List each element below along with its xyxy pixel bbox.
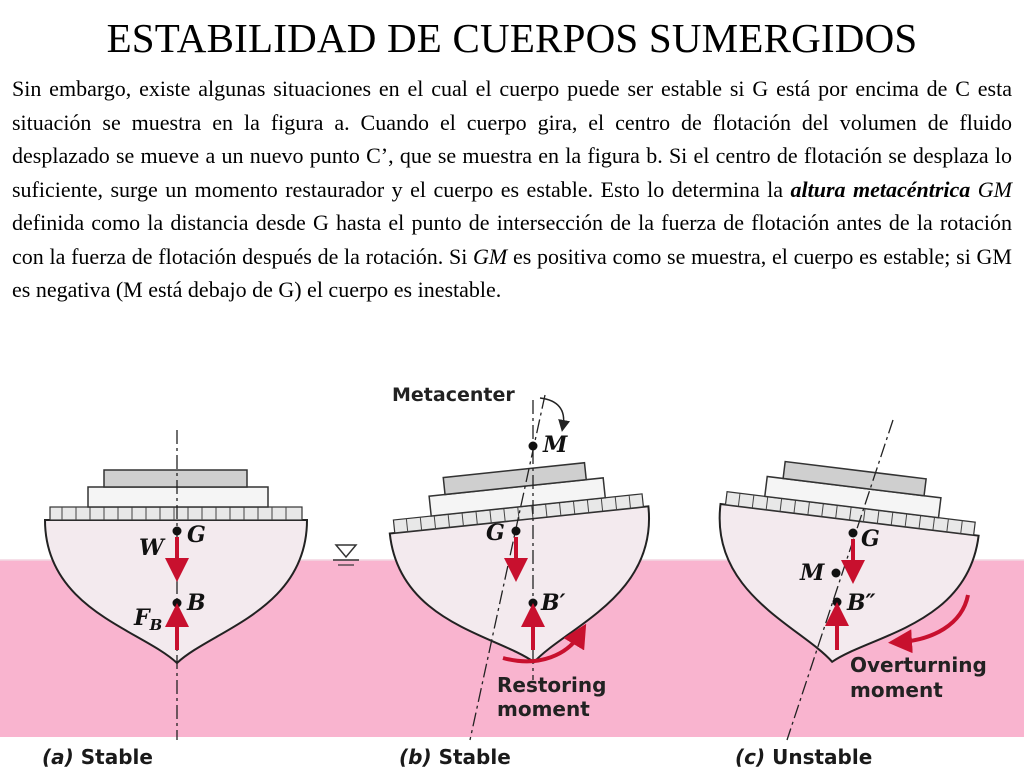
caption-c: (c) Unstable	[735, 745, 872, 768]
label-w-a: W	[139, 535, 166, 561]
caption-b: (b) Stable	[399, 745, 511, 768]
railing-a	[49, 506, 303, 521]
point-b-a	[172, 598, 182, 608]
boat-b: M G B′ Metacenter Restoring moment	[388, 384, 650, 741]
paragraph-text-4: es positiva como se muestra, el cuerpo e…	[12, 243, 1012, 303]
label-b-b: B′	[540, 590, 566, 616]
var-gm-1: GM	[977, 176, 1012, 202]
label-g-c: G	[861, 526, 880, 552]
label-m-b: M	[542, 432, 568, 458]
restoring-moment-arrow	[502, 623, 587, 664]
free-surface-icon	[333, 544, 359, 566]
label-b-a: B	[186, 590, 206, 616]
label-m-c: M	[799, 560, 825, 586]
point-b-b	[528, 598, 538, 608]
restoring-label-1: Restoring	[497, 673, 606, 697]
restoring-label-2: moment	[497, 697, 590, 721]
cabin-lower-a	[87, 486, 269, 508]
label-g-a: G	[187, 522, 206, 548]
var-gm-2: GM	[473, 243, 508, 269]
label-fb-a: FB	[133, 605, 162, 634]
point-m-b	[528, 441, 538, 451]
overturning-label-1: Overturning	[850, 653, 987, 677]
label-b-c: B″	[846, 590, 876, 616]
overturning-moment-arrow	[888, 594, 970, 654]
point-g-c	[848, 528, 858, 538]
tilted-centerline-c	[786, 419, 894, 741]
caption-a: (a) Stable	[42, 745, 153, 768]
term-metacentric-height: altura metacéntrica	[790, 176, 971, 202]
point-b-c	[832, 597, 842, 607]
boat-a: G W B FB	[43, 430, 309, 740]
label-g-b: G	[486, 520, 505, 546]
metacenter-label: Metacenter	[392, 384, 515, 406]
paragraph-text-3: definida como la distancia desde G hasta…	[12, 210, 1012, 269]
overturning-label-2: moment	[850, 678, 943, 702]
point-g-b	[511, 526, 521, 536]
slide-title: ESTABILIDAD DE CUERPOS SUMERGIDOS	[106, 15, 918, 61]
point-g-a	[172, 526, 182, 536]
cabin-upper-b	[442, 461, 588, 496]
metacenter-pointer-arrow	[539, 397, 571, 432]
cabin-upper-c	[782, 460, 927, 497]
body-paragraph: Sin embargo, existe algunas situaciones …	[12, 72, 1012, 307]
point-m-c	[831, 568, 841, 578]
cabin-upper-a	[103, 469, 248, 488]
boat-c: G M B″ Overturning moment	[718, 419, 987, 741]
paragraph-text-1: Sin embargo, existe algunas situaciones …	[12, 76, 1012, 202]
